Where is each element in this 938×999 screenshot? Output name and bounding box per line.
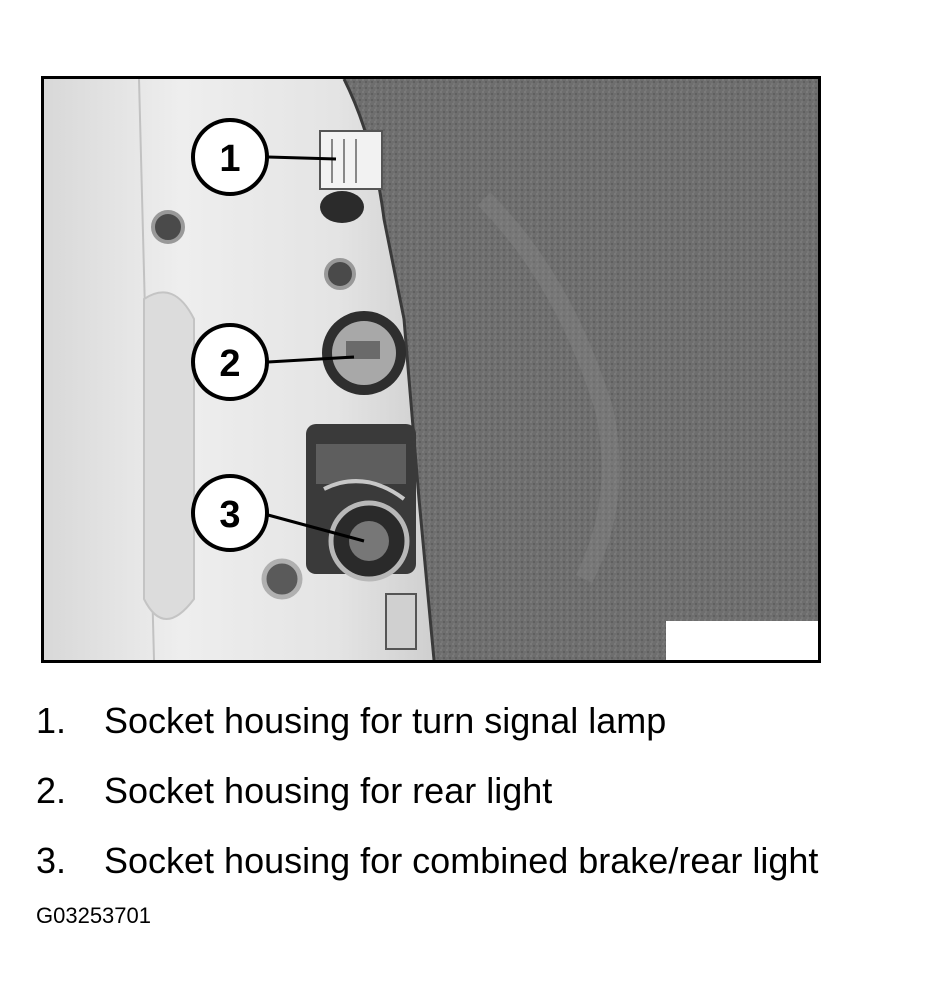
legend-item-1: 1. Socket housing for turn signal lamp [36,697,926,767]
legend-number: 3. [36,840,67,881]
legend-text: Socket housing for combined brake/rear l… [104,840,819,881]
screw [324,258,356,290]
callout-circle-3 [191,474,269,552]
callout-number-1: 1 [219,138,240,180]
callout-circle-1 [191,118,269,196]
photo-illustration: 1 2 3 [44,79,818,660]
callout-number-3: 3 [219,494,240,536]
leader-line-3 [267,513,365,543]
callout-circle-2 [191,323,269,401]
legend: 1. Socket housing for turn signal lamp 2… [36,697,926,907]
legend-item-3: 3. Socket housing for combined brake/rea… [36,837,926,907]
label-patch [666,621,818,660]
leader-line-1 [267,155,337,161]
legend-number: 2. [36,770,67,811]
leader-line-2 [267,355,355,364]
figure-id: G03253701 [36,903,151,928]
component-photo: 1 2 3 [41,76,821,663]
callout-number-2: 2 [219,343,240,385]
legend-number: 1. [36,700,67,741]
screw [151,210,185,244]
legend-text: Socket housing for rear light [104,770,553,811]
legend-item-2: 2. Socket housing for rear light [36,767,926,837]
legend-text: Socket housing for turn signal lamp [104,700,667,741]
screw [261,558,303,600]
